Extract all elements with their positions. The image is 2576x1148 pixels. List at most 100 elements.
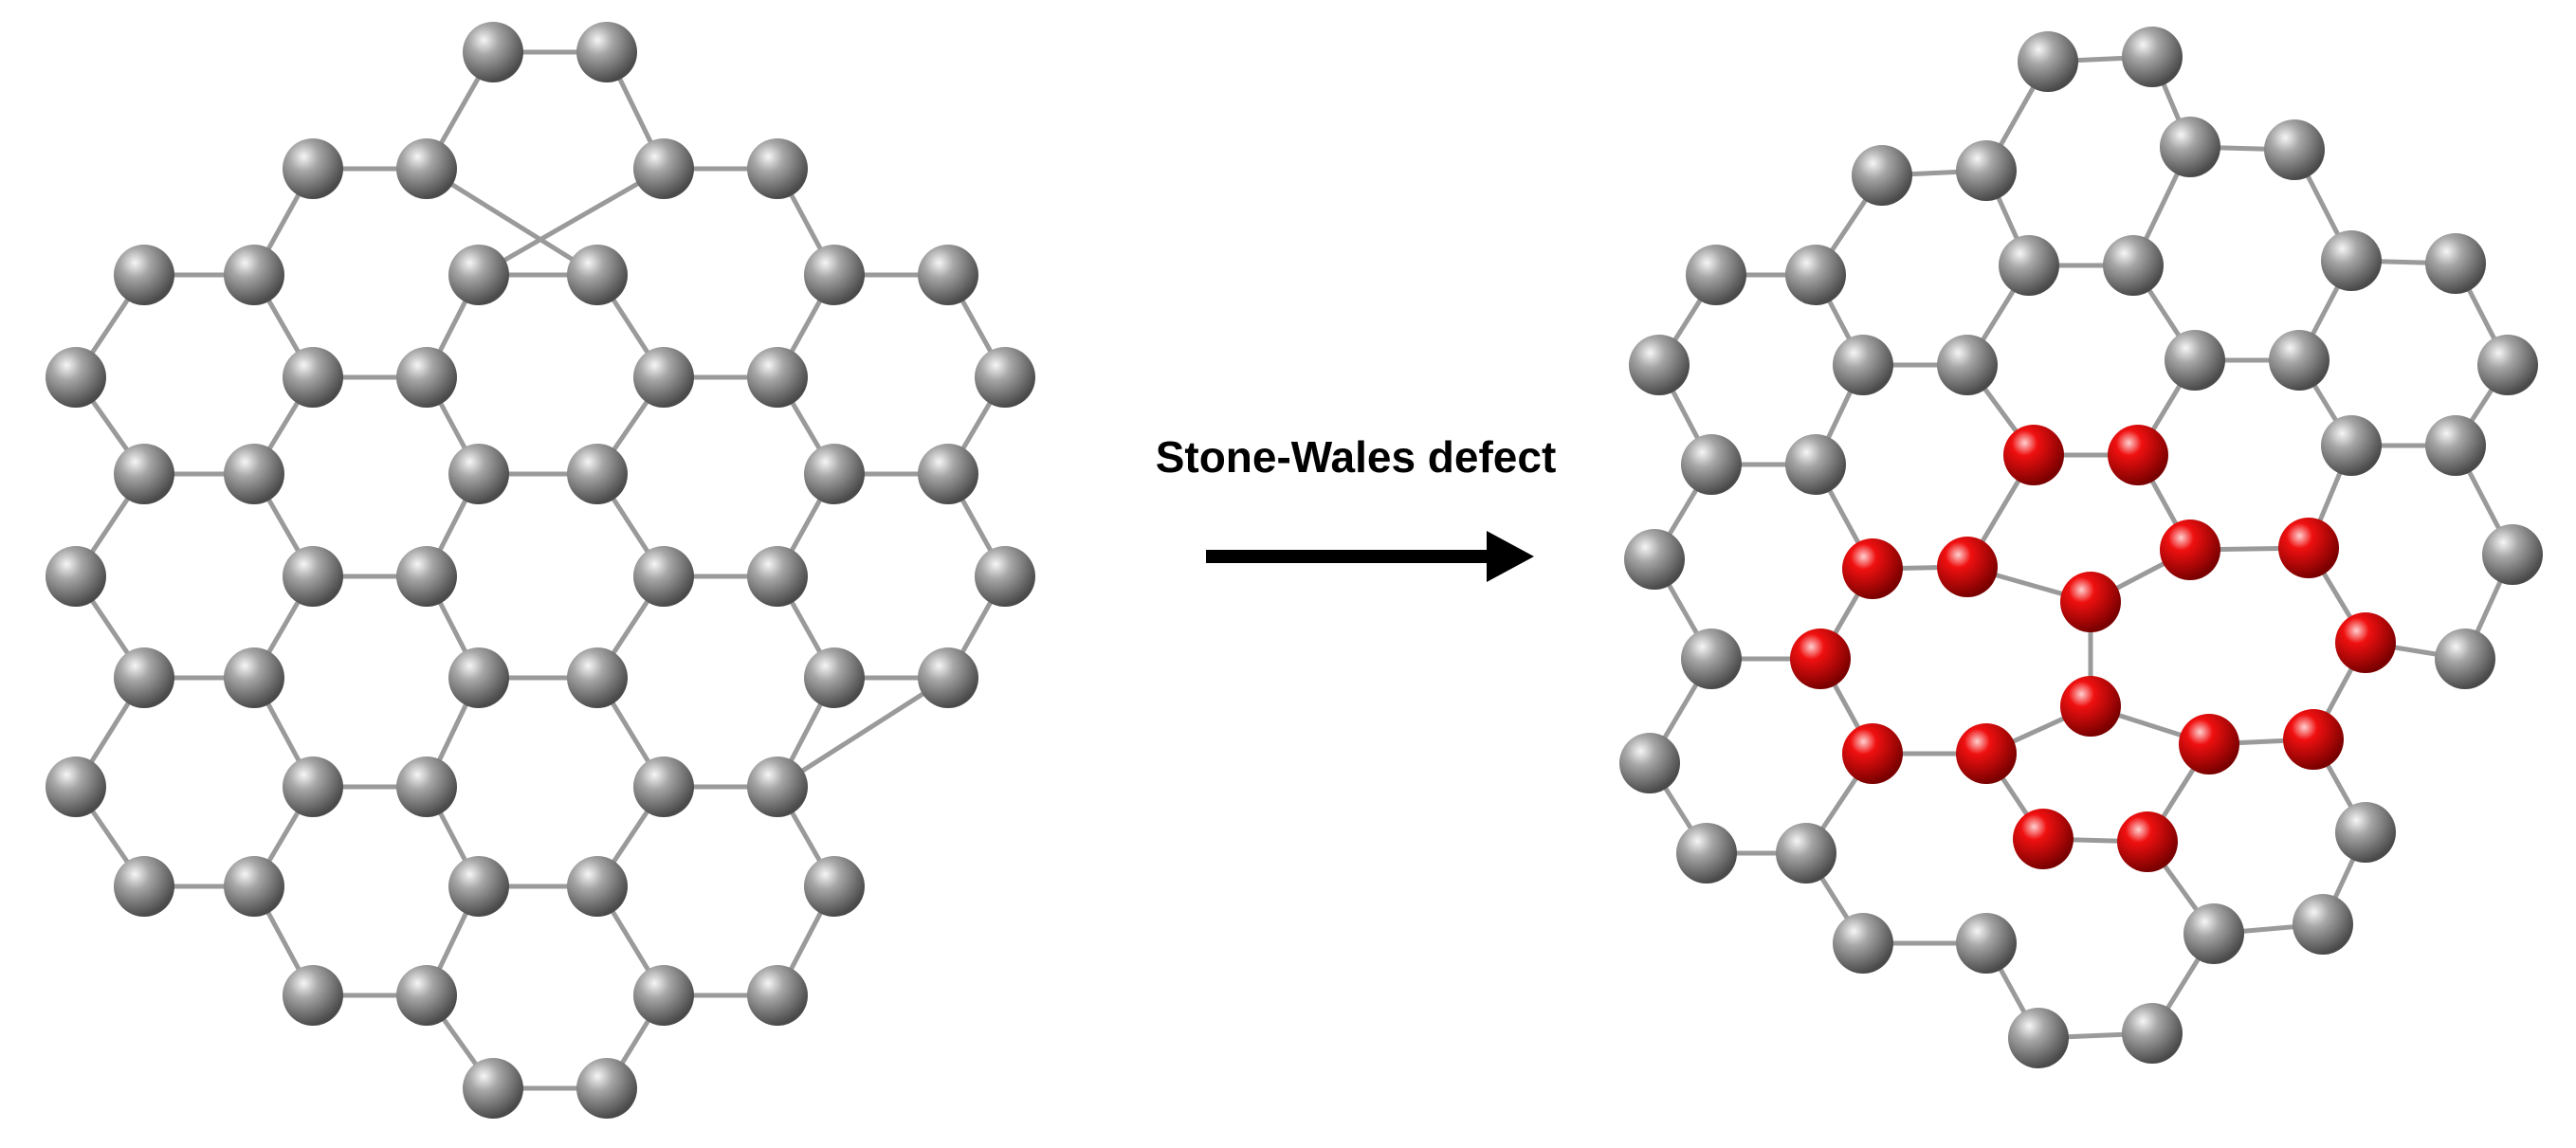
carbon-atom [114,647,174,708]
carbon-atom [1956,913,2017,974]
defect-carbon-atom [2278,518,2339,578]
pristine-bond [476,166,667,278]
carbon-atom [2425,233,2486,294]
carbon-atom [2425,415,2486,476]
carbon-atom [283,138,343,199]
carbon-atom [1624,529,1685,590]
carbon-atom [224,647,284,708]
pristine-atoms [46,22,1035,1119]
carbon-atom [2321,415,2382,476]
carbon-atom [46,756,106,817]
carbon-atom [2477,335,2538,395]
carbon-atom [1833,335,1893,395]
defect-carbon-atom [1842,538,1903,599]
defect-carbon-atom [2283,709,2344,770]
defect-carbon-atom [2179,714,2239,774]
carbon-atom [804,647,865,708]
carbon-atom [283,965,343,1026]
carbon-atom [2264,119,2325,180]
carbon-atom [448,856,509,917]
defect-bonds [1647,54,2515,1041]
defect-carbon-atom [2060,676,2121,737]
carbon-atom [283,546,343,607]
carbon-atom [1776,823,1836,884]
carbon-atom [2018,31,2078,92]
carbon-atom [2293,894,2353,955]
carbon-atom [918,647,978,708]
carbon-atom [1619,733,1680,793]
carbon-atom [1676,823,1737,884]
carbon-atom [2122,1003,2183,1064]
carbon-atom [448,444,509,504]
carbon-atom [463,22,523,82]
carbon-atom [2183,903,2244,964]
carbon-atom [2122,27,2183,87]
carbon-atom [224,856,284,917]
carbon-atom [633,347,694,408]
carbon-atom [567,647,628,708]
defect-label: Stone-Wales defect [1155,432,1557,482]
carbon-atom [633,546,694,607]
defect-carbon-atom [1790,629,1851,689]
carbon-atom [448,647,509,708]
carbon-atom [633,138,694,199]
carbon-atom [747,965,808,1026]
pristine-bond [424,166,600,278]
carbon-atom [747,546,808,607]
carbon-atom [1833,913,1893,974]
carbon-atom [576,1058,637,1119]
carbon-atom [1686,245,1746,305]
carbon-atom [2335,802,2396,863]
carbon-atom [747,138,808,199]
carbon-atom [975,347,1035,408]
carbon-atom [396,965,457,1026]
carbon-atom [1956,140,2017,201]
defect-carbon-atom [2160,519,2220,580]
defect-carbon-atom [1956,723,2017,784]
carbon-atom [2165,330,2225,391]
defect-carbon-atom [2013,809,2074,869]
carbon-atom [918,444,978,504]
carbon-atom [576,22,637,82]
carbon-atom [2160,117,2220,177]
carbon-atom [46,546,106,607]
carbon-atom [975,546,1035,607]
carbon-atom [567,856,628,917]
carbon-atom [448,245,509,305]
defect-carbon-atom [2108,425,2168,485]
carbon-atom [633,965,694,1026]
defect-carbon-atom [2117,811,2178,872]
arrow-head [1487,531,1534,582]
carbon-atom [114,444,174,504]
defect-carbon-atom [2335,612,2396,673]
defect-carbon-atom [1842,723,1903,784]
carbon-atom [804,856,865,917]
carbon-atom [396,756,457,817]
carbon-atom [396,546,457,607]
carbon-atom [2482,524,2543,585]
carbon-atom [567,444,628,504]
pristine-bond [775,675,951,790]
carbon-atom [567,245,628,305]
carbon-atom [633,756,694,817]
carbon-atom [114,856,174,917]
carbon-atom [224,245,284,305]
carbon-atom [1681,434,1742,495]
carbon-atom [1852,145,1912,206]
carbon-atom [747,347,808,408]
carbon-atom [747,756,808,817]
defect-carbon-atom [2060,572,2121,632]
carbon-atom [114,245,174,305]
carbon-atom [396,347,457,408]
carbon-atom [463,1058,523,1119]
carbon-atom [283,756,343,817]
carbon-atom [2435,629,2495,689]
carbon-atom [1629,335,1690,395]
carbon-atom [804,444,865,504]
carbon-atom [1681,629,1742,689]
carbon-atom [46,347,106,408]
carbon-atom [1785,245,1846,305]
carbon-atom [804,245,865,305]
carbon-atom [283,347,343,408]
